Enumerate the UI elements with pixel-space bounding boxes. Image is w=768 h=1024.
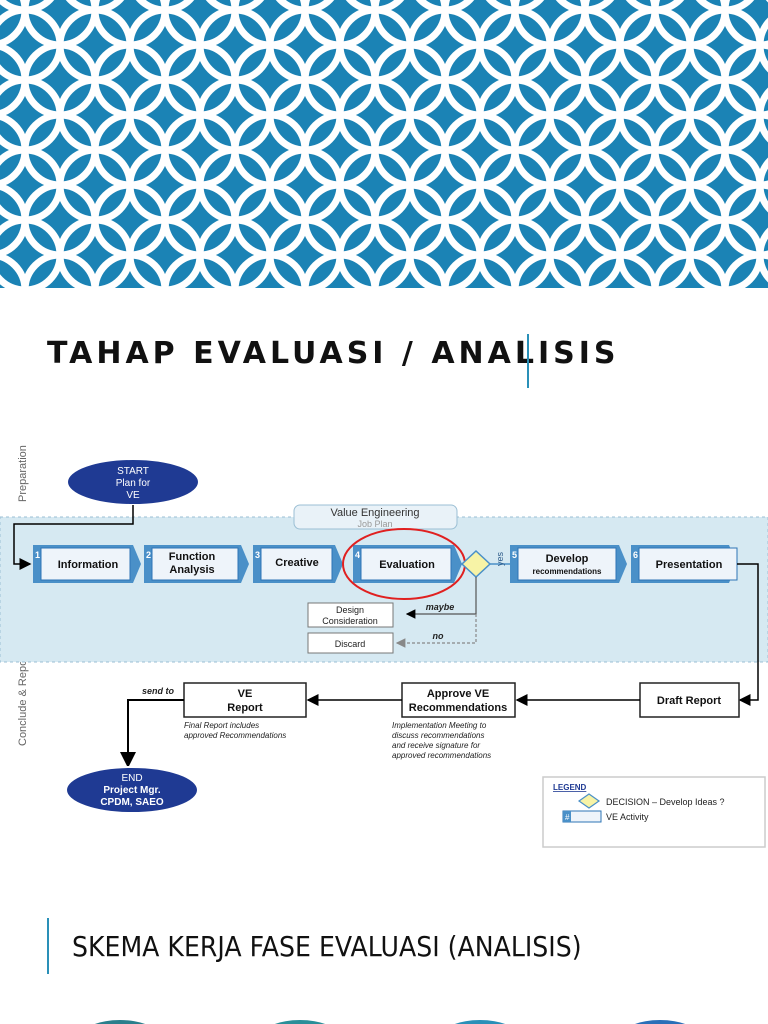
- step-2-num: 2: [146, 550, 151, 560]
- end-label-1: END: [121, 773, 142, 784]
- approve-note: Implementation Meeting to discuss recomm…: [392, 721, 491, 760]
- step-5-num: 5: [512, 550, 517, 560]
- slide-title: TAHAP EVALUASI / ANALISIS: [47, 336, 620, 371]
- step-4: 4 Evaluation: [353, 545, 462, 583]
- approve-label-1: Approve VE: [427, 688, 489, 700]
- legend-activity-label: VE Activity: [606, 812, 649, 822]
- legend-title: LEGEND: [553, 783, 587, 792]
- bottom-partial-shapes: [94, 1020, 686, 1024]
- draft-report-box: Draft Report: [639, 682, 740, 718]
- approve-note-4: approved recommendations: [392, 751, 491, 760]
- decorative-pattern-banner: [0, 0, 768, 288]
- step-2-label-1: Function: [169, 551, 216, 563]
- start-label-3: VE: [126, 490, 140, 501]
- step-6-num: 6: [633, 550, 638, 560]
- ve-report-label-1: VE: [238, 688, 253, 700]
- start-label-1: START: [117, 466, 149, 477]
- end-label-3: CPDM, SAEO: [100, 797, 164, 808]
- no-label: no: [433, 631, 444, 641]
- ve-report-box: VE Report: [183, 682, 307, 718]
- approve-note-3: and receive signature for: [392, 741, 480, 750]
- step-2-label-2: Analysis: [169, 564, 214, 576]
- legend-decision-label: DECISION – Develop Ideas ?: [606, 797, 725, 807]
- report-note-1: Final Report includes: [184, 721, 259, 730]
- step-4-num: 4: [355, 550, 360, 560]
- step-5-label-1: Develop: [546, 553, 589, 565]
- connector-start: [13, 505, 134, 570]
- draft-report-label: Draft Report: [657, 695, 722, 707]
- start-node: START Plan for VE: [66, 458, 200, 506]
- yes-label: yes: [495, 552, 505, 567]
- send-to-label: send to: [142, 686, 175, 696]
- connector-to-draft: [737, 563, 759, 706]
- approve-label-2: Recommendations: [409, 702, 507, 714]
- discard-label: Discard: [335, 639, 366, 649]
- discard-box: Discard: [307, 632, 394, 654]
- design-consideration-box: Design Consideration: [307, 602, 394, 628]
- approve-box: Approve VE Recommendations: [401, 682, 516, 718]
- step-1-num: 1: [35, 550, 40, 560]
- legend-activity-num: #: [565, 813, 570, 822]
- report-note-2: approved Recommendations: [184, 731, 286, 740]
- step-1: 1 Information: [33, 545, 141, 583]
- design-label-2: Consideration: [322, 616, 378, 626]
- start-label-2: Plan for: [116, 478, 151, 489]
- step-6-label: Presentation: [656, 559, 723, 571]
- approve-note-1: Implementation Meeting to: [392, 721, 487, 730]
- ve-report-label-2: Report: [227, 702, 263, 714]
- job-plan-sub: Job Plan: [357, 519, 392, 529]
- connector-send-to-end: [120, 699, 184, 768]
- legend: LEGEND DECISION – Develop Ideas ? # VE A…: [542, 776, 766, 848]
- ve-job-plan-diagram: Preparation Conclude & Report START Plan…: [0, 445, 768, 848]
- title-accent-bar: [527, 334, 529, 388]
- step-1-label: Information: [58, 559, 119, 571]
- job-plan-label: Value Engineering Job Plan: [293, 504, 458, 530]
- step-5-label-2: recommendations: [533, 567, 602, 576]
- maybe-label: maybe: [426, 602, 455, 612]
- lane-label-conclude: Conclude & Report: [17, 653, 29, 746]
- legend-diamond-icon: [577, 793, 601, 809]
- end-label-2: Project Mgr.: [103, 785, 160, 796]
- step-3-num: 3: [255, 550, 260, 560]
- job-plan-title: Value Engineering: [330, 507, 419, 519]
- step-3: 3 Creative: [253, 545, 343, 583]
- step-2: 2 Function Analysis: [144, 545, 249, 583]
- step-5: 5 Develop recommendations: [510, 545, 627, 583]
- step-3-label: Creative: [275, 557, 318, 569]
- lane-label-preparation: Preparation: [17, 445, 29, 502]
- slide-subtitle: SKEMA KERJA FASE EVALUASI (ANALISIS): [72, 930, 582, 963]
- approve-note-2: discuss recommendations: [392, 731, 484, 740]
- step-4-label: Evaluation: [379, 559, 435, 571]
- report-note: Final Report includes approved Recommend…: [184, 721, 286, 740]
- connector-no: [395, 614, 477, 648]
- subtitle-accent-bar: [47, 918, 49, 974]
- end-node: END Project Mgr. CPDM, SAEO: [65, 766, 199, 814]
- design-label-1: Design: [336, 605, 364, 615]
- step-6: 6 Presentation: [631, 545, 738, 583]
